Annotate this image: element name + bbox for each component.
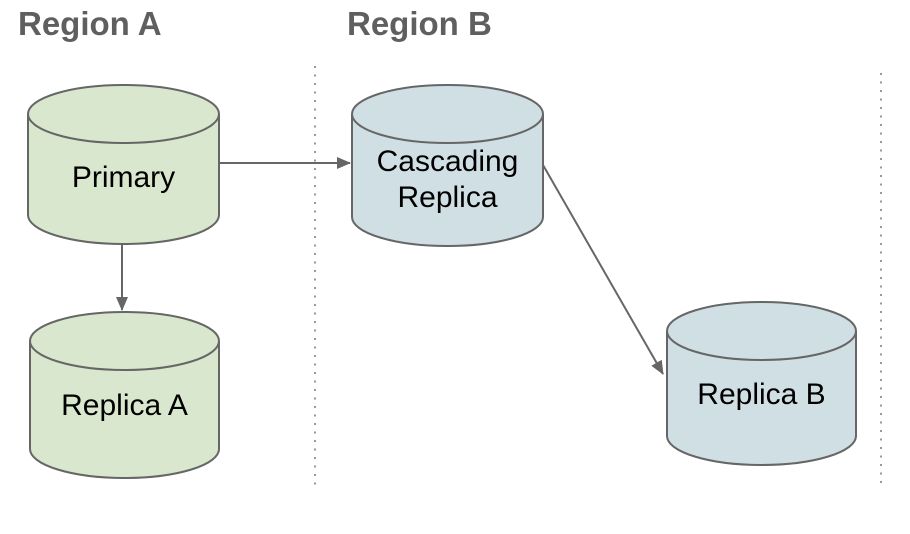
replica-b-cylinder — [666, 301, 857, 466]
region-b-heading: Region B — [347, 5, 492, 42]
arrow-line — [542, 164, 664, 375]
edge-cascading-replica-to-replica-b — [542, 164, 664, 375]
replica-b-label: Replica B — [697, 378, 826, 411]
cascading-replica-cylinder — [351, 84, 544, 247]
cascading-replica-label: Cascading Replica — [376, 145, 519, 214]
replica-a-cylinder — [29, 311, 220, 479]
replica-a-label: Replica A — [61, 389, 188, 422]
primary-label: Primary — [71, 161, 176, 194]
region-a-heading: Region A — [18, 5, 162, 42]
primary-cylinder — [27, 84, 220, 245]
